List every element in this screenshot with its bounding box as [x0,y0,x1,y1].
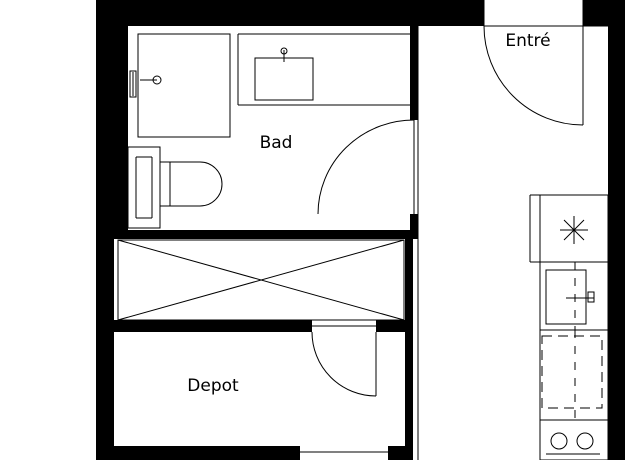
wall-bathroom-right [410,26,418,120]
room-label-bathroom: Bad [260,133,293,153]
wall-right-outer [608,0,625,460]
wall-depot-right [405,332,413,450]
toilet-cistern [127,146,161,229]
wall-bathroom-right-lower [410,214,418,239]
wall-bathroom-left [114,26,128,232]
wall-top [96,0,484,26]
bathroom-sink [254,57,314,101]
shower-tap [129,70,137,98]
wall-depot-bottom [114,446,300,460]
fixtures [117,0,609,460]
kitchen-sink [545,262,595,330]
kitchen-counter [539,194,609,460]
wall-left-outer [96,0,114,460]
entrance-door-swing [483,25,584,126]
room-label-entrance: Entré [505,31,550,51]
wall-depot-top-right [376,320,413,332]
wall-depot-top-left [114,320,312,332]
shaft-box [117,239,405,321]
walls [96,0,625,460]
cooktop [546,432,600,455]
shower-tray [137,33,231,138]
extractor-fan [560,216,588,244]
toilet-bowl [160,161,223,207]
wall-depot-bottom-right [388,446,413,460]
undercounter-appliance [541,330,603,420]
wall-shaft-right [405,239,413,331]
wall-bathroom-bottom [114,230,418,239]
depot-door-swing [311,331,377,397]
room-label-storage: Depot [187,376,239,396]
bathroom-door-swing [317,119,415,215]
